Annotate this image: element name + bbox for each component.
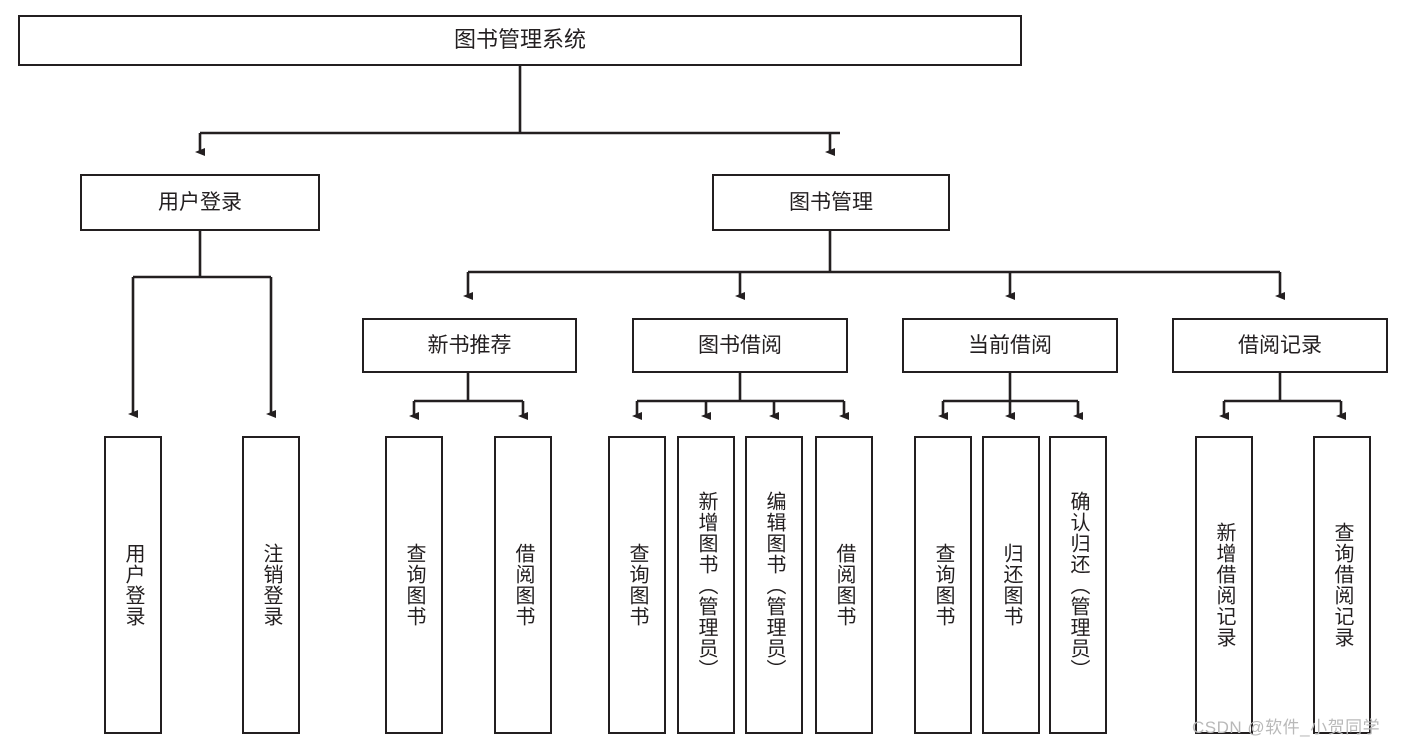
node-root[interactable]: 图书管理系统: [18, 15, 1022, 66]
node-leaf-confirm-return[interactable]: 确认归还（管理员）: [1049, 436, 1107, 734]
node-leaf-edit-book-label: 编辑图书（管理员）: [763, 490, 785, 680]
node-user-login-label: 用户登录: [158, 190, 242, 214]
node-new-book-recommend-label: 新书推荐: [427, 333, 512, 357]
node-leaf-query-book-2-label: 查询图书: [626, 543, 648, 627]
node-leaf-borrow-book-1-label: 借阅图书: [512, 543, 534, 627]
node-leaf-query-book-3-label: 查询图书: [932, 543, 954, 627]
node-root-label: 图书管理系统: [453, 27, 586, 53]
node-leaf-borrow-book-2-label: 借阅图书: [833, 543, 855, 627]
node-leaf-query-book-3[interactable]: 查询图书: [914, 436, 972, 734]
node-leaf-edit-book[interactable]: 编辑图书（管理员）: [745, 436, 803, 734]
node-leaf-add-book-label: 新增图书（管理员）: [695, 490, 717, 680]
node-book-manage-label: 图书管理: [789, 190, 873, 214]
node-current-borrow[interactable]: 当前借阅: [902, 318, 1118, 373]
node-borrow-record-label: 借阅记录: [1238, 333, 1322, 357]
node-book-manage[interactable]: 图书管理: [712, 174, 950, 231]
node-leaf-query-record[interactable]: 查询借阅记录: [1313, 436, 1371, 734]
node-leaf-borrow-book-1[interactable]: 借阅图书: [494, 436, 552, 734]
node-leaf-logout-login[interactable]: 注销登录: [242, 436, 300, 734]
node-leaf-logout-login-label: 注销登录: [260, 543, 282, 627]
node-leaf-add-book[interactable]: 新增图书（管理员）: [677, 436, 735, 734]
node-leaf-query-record-label: 查询借阅记录: [1331, 522, 1353, 648]
node-leaf-add-record[interactable]: 新增借阅记录: [1195, 436, 1253, 734]
node-user-login[interactable]: 用户登录: [80, 174, 320, 231]
node-book-borrow-label: 图书借阅: [698, 333, 782, 357]
node-book-borrow[interactable]: 图书借阅: [632, 318, 848, 373]
node-leaf-query-book-1[interactable]: 查询图书: [385, 436, 443, 734]
node-leaf-confirm-return-label: 确认归还（管理员）: [1067, 490, 1089, 680]
node-leaf-user-login[interactable]: 用户登录: [104, 436, 162, 734]
node-leaf-return-book[interactable]: 归还图书: [982, 436, 1040, 734]
node-new-book-recommend[interactable]: 新书推荐: [362, 318, 577, 373]
node-leaf-user-login-label: 用户登录: [122, 543, 144, 627]
node-leaf-return-book-label: 归还图书: [1000, 543, 1022, 627]
node-leaf-add-record-label: 新增借阅记录: [1213, 522, 1235, 648]
node-leaf-borrow-book-2[interactable]: 借阅图书: [815, 436, 873, 734]
node-leaf-query-book-2[interactable]: 查询图书: [608, 436, 666, 734]
watermark: CSDN @软件_小贺同学: [1192, 718, 1381, 737]
node-current-borrow-label: 当前借阅: [968, 333, 1052, 357]
node-leaf-query-book-1-label: 查询图书: [403, 543, 425, 627]
node-borrow-record[interactable]: 借阅记录: [1172, 318, 1388, 373]
